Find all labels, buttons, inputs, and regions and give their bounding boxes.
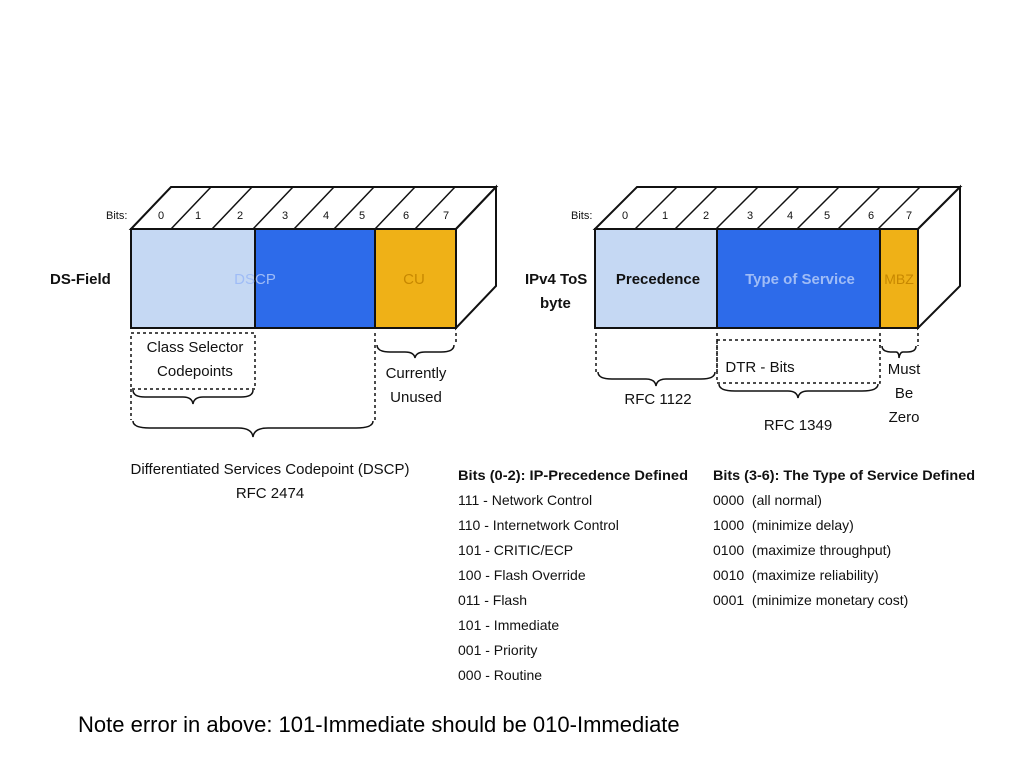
tos-row-label: IPv4 ToS [525,271,587,288]
precedence-list-item: 011 - Flash [458,592,527,608]
dscp-rfc: RFC 2474 [236,485,304,502]
cu-brace [376,344,455,359]
precedence-list-item: 001 - Priority [458,642,537,658]
ds-bit-number: 5 [359,210,365,222]
precedence-list: Bits (0-2): IP-Precedence Defined 111 - … [458,467,688,683]
dscp-caption: Differentiated Services Codepoint (DSCP) [130,461,409,478]
precedence-list-item: 111 - Network Control [458,492,592,508]
ds-bit-number: 6 [403,210,409,222]
tos-top-dividers [634,186,921,230]
tos-row-label: byte [540,295,571,312]
ds-bit-number: 1 [195,210,201,222]
rfc1349-text: RFC 1349 [764,417,832,434]
tos-bit-number: 5 [824,210,830,222]
ds-bit-number: 4 [323,210,329,222]
class-selector-box [130,332,256,390]
tos-list-item: 0001 (minimize monetary cost) [713,592,908,608]
tos-precedence-segment [594,228,718,329]
rfc1122-text: RFC 1122 [624,391,691,408]
precedence-list-item: 000 - Routine [458,667,542,683]
precedence-list-item: 100 - Flash Override [458,567,586,583]
must-be-zero-text: Be [895,385,913,402]
ds-top-dividers [170,186,456,230]
tos-bit-number: 6 [868,210,874,222]
tos-precedence-label: Precedence [616,271,700,288]
mbz-brace [881,345,917,359]
tos-bit-number: 0 [622,210,628,222]
tos-list-item: 0000 (all normal) [713,492,822,508]
tos-list: Bits (3-6): The Type of Service Defined … [713,467,975,608]
error-note: Note error in above: 101-Immediate shoul… [78,712,680,737]
precedence-list-heading: Bits (0-2): IP-Precedence Defined [458,467,688,483]
tos-byte-diagram: IPv4 ToS byte Bits: 0 1 2 3 4 5 6 7 Prec… [525,184,963,434]
tos-bit-number: 1 [662,210,668,222]
ds-bit-number: 3 [282,210,288,222]
dtr-bits-text: DTR - Bits [725,359,794,376]
class-selector-text: Codepoints [157,363,233,380]
tos-bit-number: 3 [747,210,753,222]
currently-unused-text: Unused [390,389,442,406]
tos-bit-number: 4 [787,210,793,222]
class-selector-text: Class Selector [147,339,244,356]
ds-field-diagram: DS-Field Bits: 0 1 2 3 4 5 6 7 DSCP CU C… [50,184,499,502]
precedence-list-item: 110 - Internetwork Control [458,517,619,533]
precedence-list-item: 101 - CRITIC/ECP [458,542,573,558]
ds-class-selector-segment [130,228,256,329]
tos-mbz-label: MBZ [884,271,914,287]
ds-bits-label: Bits: [106,210,127,222]
ds-bit-number: 0 [158,210,164,222]
dscp-brace [132,420,374,438]
ds-dscp-label: DSCP [234,271,276,288]
rfc1122-brace [597,371,716,387]
ds-field-label: DS-Field [50,271,111,288]
tos-bit-numbers: 0 1 2 3 4 5 6 7 [622,210,912,222]
ds-cu-segment [374,228,457,329]
tos-list-item: 0010 (maximize reliability) [713,567,879,583]
tos-bit-number: 2 [703,210,709,222]
ds-cu-label: CU [403,271,425,288]
class-selector-brace [132,389,254,405]
ds-bit-numbers: 0 1 2 3 4 5 6 7 [158,210,449,222]
precedence-list-item: 101 - Immediate [458,617,559,633]
rfc1349-brace [718,383,879,399]
currently-unused-text: Currently [386,365,447,382]
ds-bit-number: 2 [237,210,243,222]
ds-bit-number: 7 [443,210,449,222]
tos-mbz-segment [879,228,919,329]
tos-list-heading: Bits (3-6): The Type of Service Defined [713,467,975,483]
must-be-zero-text: Must [888,361,921,378]
tos-bit-number: 7 [906,210,912,222]
tos-bits-label: Bits: [571,210,592,222]
tos-service-segment [716,228,881,329]
must-be-zero-text: Zero [889,409,920,426]
tos-service-label: Type of Service [745,271,855,288]
tos-list-item: 1000 (minimize delay) [713,517,854,533]
dtr-box [716,339,881,384]
tos-list-item: 0100 (maximize throughput) [713,542,891,558]
